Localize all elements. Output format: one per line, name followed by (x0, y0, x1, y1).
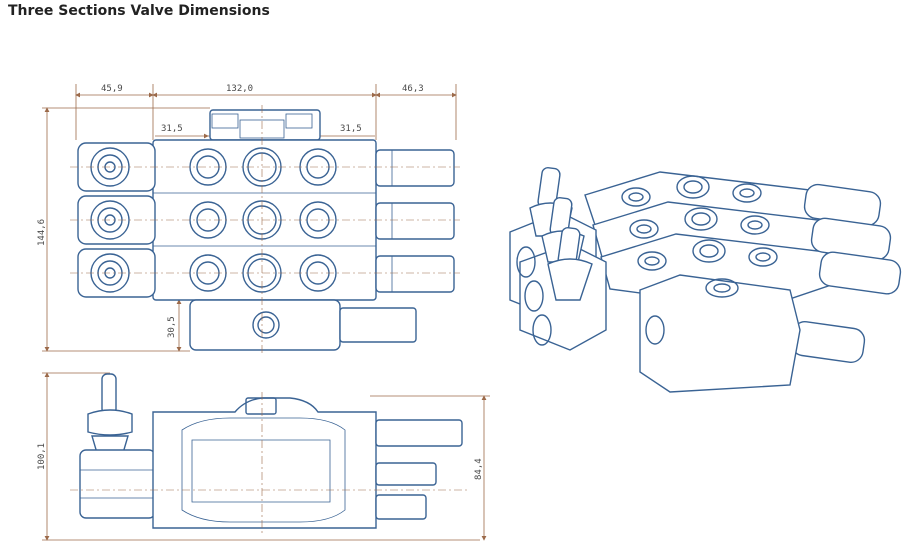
dim-inlet-offset: 30,5 (167, 316, 177, 338)
side-view: 100,1 84,4 (37, 372, 490, 541)
dim-left-overhang: 45,9 (101, 84, 123, 94)
dim-right-overhang: 46,3 (402, 84, 424, 94)
dim-port-pitch-right: 31,5 (340, 124, 362, 134)
page-title: Three Sections Valve Dimensions (8, 3, 270, 19)
dim-port-pitch-left: 31,5 (161, 124, 183, 134)
dim-side-body-height: 84,4 (474, 458, 484, 480)
isometric-view (509, 167, 902, 393)
dim-side-height: 100,1 (37, 443, 47, 470)
dim-overall-height: 144,6 (37, 219, 47, 246)
dim-body-width: 132,0 (226, 84, 253, 94)
top-view: 45,9 132,0 46,3 31,5 31,5 144,6 30,5 (37, 84, 460, 355)
